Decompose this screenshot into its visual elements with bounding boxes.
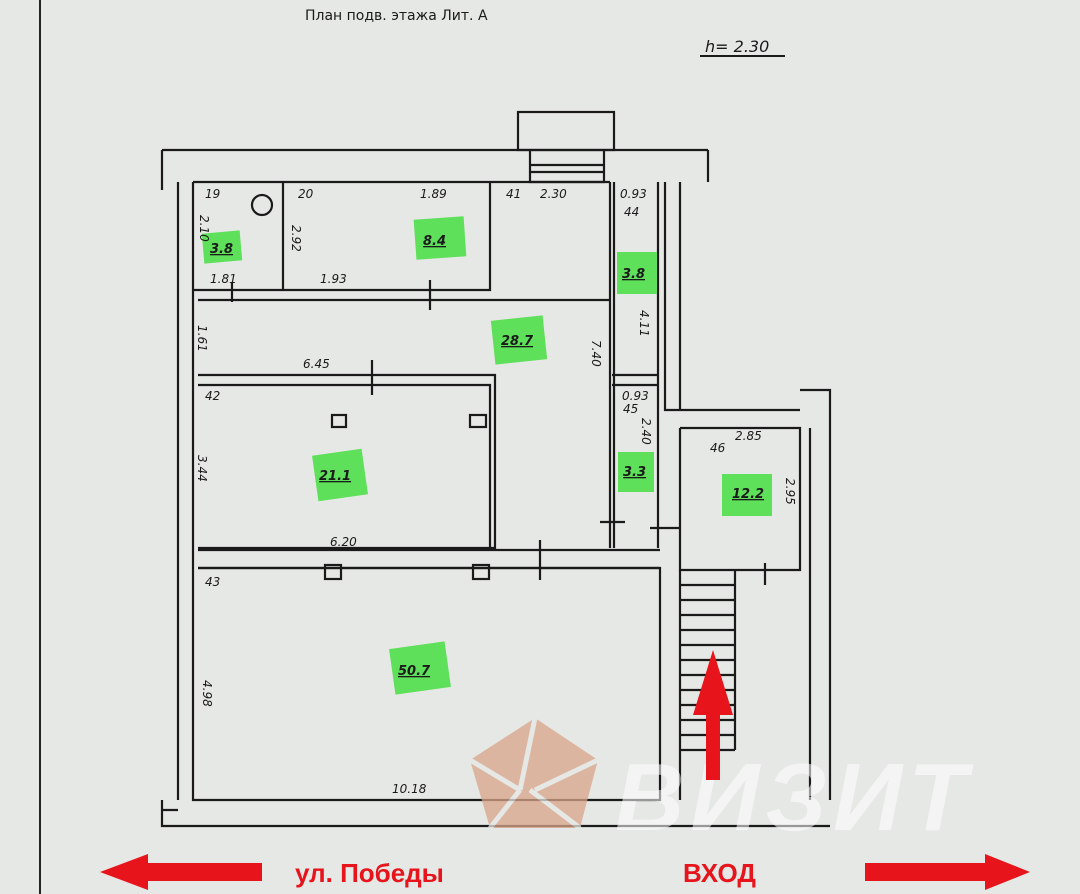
entrance-label: ВХОД xyxy=(683,858,756,888)
dimension-label: 4.11 xyxy=(637,310,651,337)
dimension-label: 1.81 xyxy=(210,272,237,286)
room-area: 3.3 xyxy=(623,465,646,480)
dimension-label: 2.85 xyxy=(735,429,762,443)
room-number: 42 xyxy=(205,389,220,403)
walls xyxy=(160,110,832,828)
height-note: h= 2.30 xyxy=(705,37,769,56)
room-number: 41 xyxy=(506,187,521,201)
dimension-label: 6.20 xyxy=(330,535,357,549)
room-area: 50.7 xyxy=(398,664,431,679)
room-area: 12.2 xyxy=(732,487,764,502)
green-highlights xyxy=(201,216,772,695)
room-number: 20 xyxy=(298,187,314,201)
dimension-label: 7.40 xyxy=(589,340,603,367)
room-area: 3.8 xyxy=(210,242,233,257)
dimension-label: 3.44 xyxy=(195,455,209,482)
room-area: 3.8 xyxy=(622,267,645,282)
dimension-label: 0.93 xyxy=(620,187,647,201)
room-area: 8.4 xyxy=(423,234,446,249)
arrow-left-icon xyxy=(100,854,262,890)
dimension-label: 0.93 xyxy=(622,389,649,403)
room-number: 45 xyxy=(623,402,638,416)
watermark-brand: ВИЗИТ xyxy=(615,744,974,851)
arrow-right-icon xyxy=(865,854,1030,890)
dimension-label: 6.45 xyxy=(303,357,330,371)
dimension-label: 2.30 xyxy=(540,187,567,201)
room-area: 21.1 xyxy=(319,469,351,484)
arrow-up-entrance-icon xyxy=(693,650,733,780)
room-labels: 19 3.8 20 8.4 41 28.7 44 3.8 42 21.1 45 … xyxy=(205,187,764,679)
room-number: 43 xyxy=(205,575,220,589)
dimension-label: 1.93 xyxy=(320,272,347,286)
room-area: 28.7 xyxy=(501,334,534,349)
dimension-label: 2.10 xyxy=(197,215,211,242)
room-number: 19 xyxy=(205,187,220,201)
dimension-label: 1.89 xyxy=(420,187,447,201)
dimension-label: 1.61 xyxy=(195,325,209,352)
dimension-label: 2.92 xyxy=(289,225,303,252)
plan-title: План подв. этажа Лит. А xyxy=(305,8,488,24)
street-label: ул. Победы xyxy=(295,858,444,888)
room-number: 46 xyxy=(710,441,726,455)
dimension-labels: 2.10 1.81 1.89 1.93 2.92 2.30 0.93 4.11 … xyxy=(195,187,797,796)
dimension-label: 2.40 xyxy=(639,418,653,445)
dimension-label: 10.18 xyxy=(392,782,427,796)
dimension-label: 4.98 xyxy=(200,680,214,707)
watermark-logo xyxy=(468,717,600,830)
dimension-label: 2.95 xyxy=(783,478,797,505)
room-number: 44 xyxy=(624,205,639,219)
